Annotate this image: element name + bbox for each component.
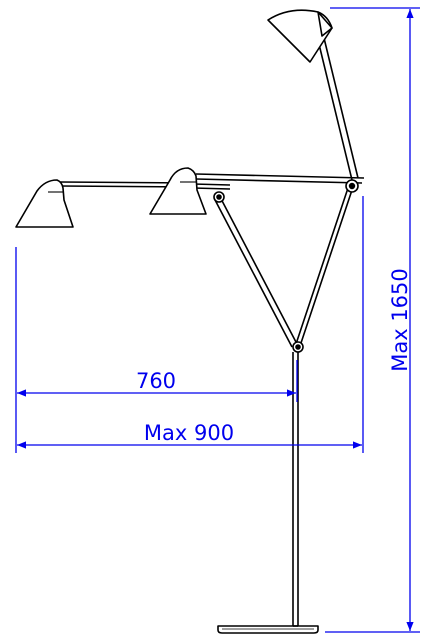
shade-top — [267, 9, 333, 63]
shade-middle — [149, 167, 207, 215]
lamp-base — [217, 625, 319, 634]
dimension-label-max-1650: Max 1650 — [388, 268, 412, 372]
horizontal-arm-right — [192, 173, 365, 190]
dimension-label-760: 760 — [136, 369, 176, 393]
dimension-labels: 760 Max 900 Max 1650 — [136, 268, 412, 445]
dimension-label-max-900: Max 900 — [144, 421, 234, 445]
lamp — [15, 9, 365, 634]
lower-arm — [213, 194, 298, 348]
lamp-pole — [292, 352, 299, 627]
dimension-lines — [15, 7, 420, 633]
upper-arm — [317, 37, 359, 181]
shade-left — [15, 179, 74, 228]
rising-arm — [295, 187, 353, 347]
